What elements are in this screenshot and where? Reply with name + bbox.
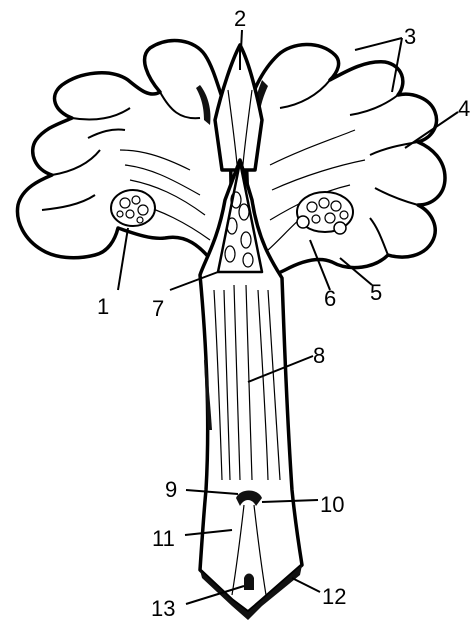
label-1: 1 — [97, 294, 109, 319]
left-nucleus — [111, 190, 155, 226]
leader-12 — [292, 578, 320, 592]
label-6: 6 — [324, 286, 336, 311]
label-12: 12 — [322, 584, 346, 609]
right-nucleus — [297, 192, 353, 234]
leader-1 — [118, 228, 128, 290]
label-7: 7 — [152, 296, 164, 321]
label-13: 13 — [151, 596, 175, 621]
leader-3a — [355, 38, 402, 50]
vermis — [215, 45, 262, 175]
label-3: 3 — [404, 24, 416, 49]
label-9: 9 — [165, 477, 177, 502]
right-hemisphere — [245, 44, 445, 274]
label-10: 10 — [320, 492, 344, 517]
label-11: 11 — [152, 526, 175, 551]
left-hemisphere — [17, 41, 232, 265]
label-4: 4 — [458, 96, 470, 121]
label-5: 5 — [370, 280, 382, 305]
label-8: 8 — [313, 343, 325, 368]
label-2: 2 — [234, 6, 246, 31]
leader-2 — [241, 30, 242, 50]
